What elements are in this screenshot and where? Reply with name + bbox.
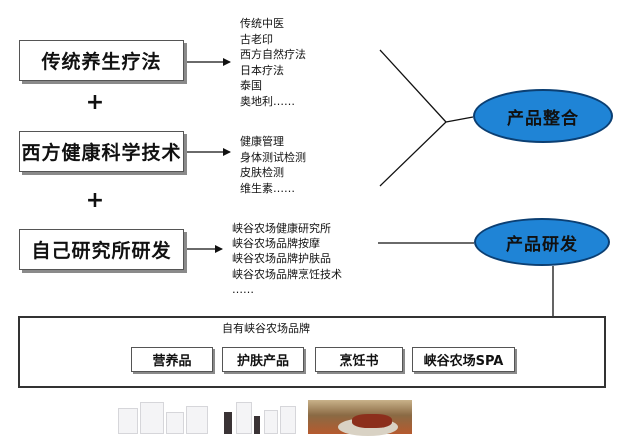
list-item: 泰国 xyxy=(240,79,262,93)
bottle-image xyxy=(236,402,252,434)
list-item: 奥地利…… xyxy=(240,94,295,108)
product-photo-strip xyxy=(112,400,412,436)
product-nutrition: 营养品 xyxy=(131,347,213,372)
list-item: 皮肤检测 xyxy=(240,166,284,180)
traditional-therapy-list: 传统中医 古老印 西方自然疗法 日本疗法 泰国 奥地利…… xyxy=(240,16,306,110)
own-research-list: 峡谷农场健康研究所 峡谷农场品牌按摩 峡谷农场品牌护肤品 峡谷农场品牌烹饪技术 … xyxy=(232,221,342,297)
list-item: 传统中医 xyxy=(240,17,284,30)
bottle-image xyxy=(254,416,260,434)
list-item: 身体测试检测 xyxy=(240,150,306,164)
source-traditional-therapy: 传统养生疗法 xyxy=(19,40,184,81)
list-item: 峡谷农场品牌护肤品 xyxy=(232,252,331,266)
western-science-list: 健康管理 身体测试检测 皮肤检测 维生素…… xyxy=(240,134,306,196)
bottle-image xyxy=(224,412,232,434)
product-spa: 峡谷农场SPA xyxy=(412,347,515,372)
list-item: …… xyxy=(232,282,254,296)
list-item: 健康管理 xyxy=(240,135,284,148)
source-own-research: 自己研究所研发 xyxy=(19,229,184,270)
bottle-image xyxy=(118,408,138,434)
plus-sign: + xyxy=(85,188,105,213)
bottle-image xyxy=(166,412,184,434)
bottle-image xyxy=(186,406,208,434)
bottle-image xyxy=(264,410,278,434)
list-item: 峡谷农场品牌按摩 xyxy=(232,237,320,251)
list-item: 日本疗法 xyxy=(240,63,284,77)
list-item: 峡谷农场健康研究所 xyxy=(232,222,331,235)
product-skincare: 护肤产品 xyxy=(222,347,304,372)
product-integration-node: 产品整合 xyxy=(473,89,613,143)
food-image xyxy=(352,414,392,428)
converge-chevron xyxy=(379,49,447,187)
plus-sign: + xyxy=(85,90,105,115)
bottle-image xyxy=(140,402,164,434)
brand-title: 自有峡谷农场品牌 xyxy=(222,322,310,335)
list-item: 峡谷农场品牌烹饪技术 xyxy=(232,267,342,281)
list-item: 西方自然疗法 xyxy=(240,48,306,62)
product-development-node: 产品研发 xyxy=(474,218,610,266)
chevron-to-integration xyxy=(445,116,474,123)
food-photo xyxy=(308,400,412,436)
brand-frame xyxy=(18,316,606,388)
list-item: 古老印 xyxy=(240,32,273,46)
list-item: 维生素…… xyxy=(240,181,295,195)
product-cookbook: 烹饪书 xyxy=(315,347,403,372)
bottle-image xyxy=(280,406,296,434)
source-western-health-science: 西方健康科学技术 xyxy=(19,131,184,172)
